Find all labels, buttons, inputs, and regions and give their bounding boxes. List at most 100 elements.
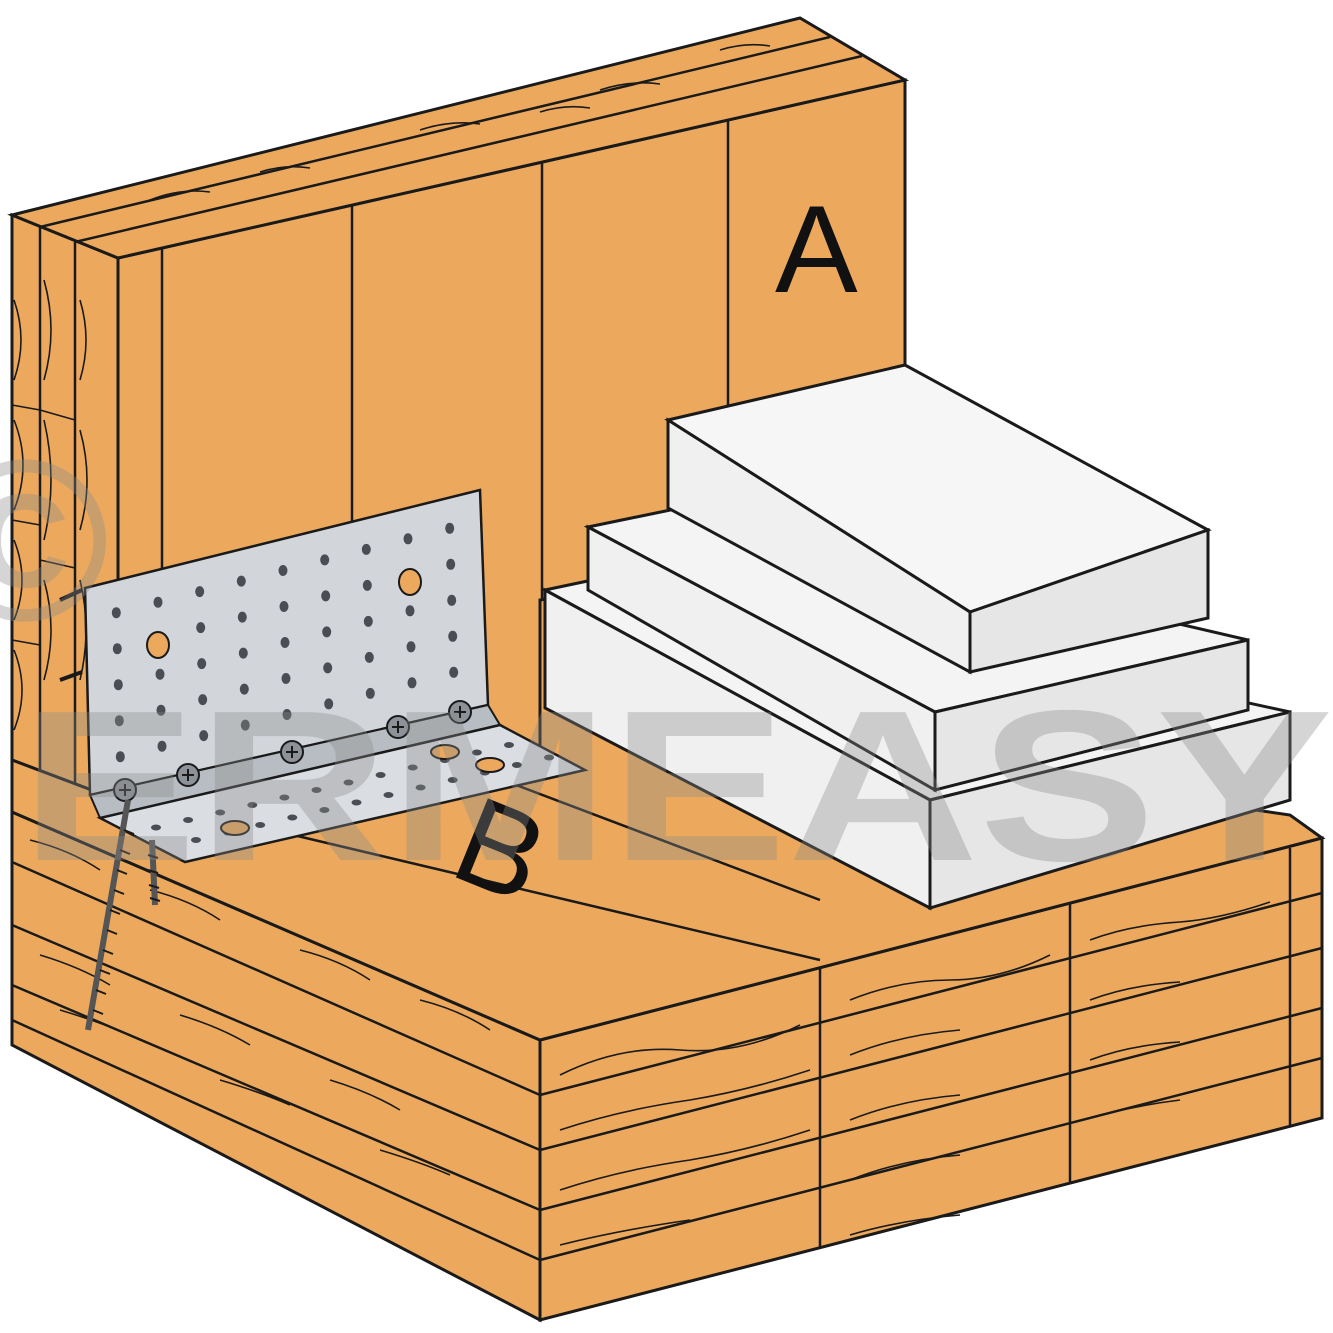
bracket-hole [280, 637, 290, 648]
bracket-hole [287, 814, 298, 821]
bracket-hole [196, 622, 206, 634]
bracket-hole [511, 762, 522, 768]
bracket-hole [113, 679, 123, 691]
watermark-symbol: © [0, 412, 109, 669]
bracket-hole [195, 586, 205, 598]
bracket-hole [112, 643, 122, 655]
bracket-hole [183, 817, 194, 823]
floor-right-grain [559, 901, 1271, 1246]
bracket-hole [255, 822, 266, 828]
floor-right-layer-lines [539, 891, 1323, 1262]
floor-left-grain [29, 839, 491, 1176]
bracket-hole [115, 751, 125, 763]
bracket-hole [361, 543, 371, 555]
bracket-hole [322, 626, 332, 638]
bracket-hole [415, 784, 426, 791]
wall-label: A [775, 181, 858, 319]
floor-right-vertical-joints [818, 848, 1292, 1248]
screw-thread [92, 829, 135, 1015]
screw-head [448, 700, 472, 724]
bracket-large-hole [398, 568, 422, 596]
bracket-hole [365, 687, 375, 699]
floor-panel-b [10, 543, 1326, 1323]
bracket-hole [111, 607, 121, 619]
insulation-blocks [540, 363, 1292, 911]
wall-top-grain [149, 43, 771, 201]
bracket-hole [448, 630, 458, 642]
bracket-hole [281, 673, 291, 684]
watermark-text: ERMEASY [20, 665, 1333, 906]
bracket-large-hole [146, 631, 170, 659]
bracket-large-hole [475, 757, 505, 773]
bracket-hole [544, 754, 554, 761]
bracket-hole [445, 522, 455, 534]
bracket-hole [321, 590, 331, 602]
bracket-hole [383, 792, 394, 798]
bracket-hole [320, 554, 330, 566]
bracket-hole [471, 749, 482, 756]
bracket-hole [279, 601, 289, 612]
wall-top-layer-lines [39, 35, 863, 244]
bracket-hole [311, 787, 322, 793]
bracket-hole [278, 565, 288, 576]
wall-top-edge [7, 16, 910, 260]
bracket-hole [279, 794, 290, 801]
screw-thread [147, 854, 161, 902]
insulation-top-left [666, 417, 972, 675]
bracket-hole [375, 772, 386, 778]
bracket-screws [113, 700, 472, 802]
bracket-hole [198, 694, 208, 706]
fastener-screws [59, 588, 161, 1031]
bracket-hole [157, 740, 167, 752]
bracket-hole [282, 709, 292, 720]
bracket-hole [236, 575, 246, 587]
bracket-hole [363, 615, 373, 627]
floor-top-board-joints [229, 775, 821, 962]
bracket-hole [151, 824, 161, 831]
bracket-hole [403, 533, 413, 545]
bracket-hole [239, 683, 249, 695]
angle-bracket [83, 488, 589, 864]
bracket-hole [323, 662, 333, 674]
bracket-hole [240, 719, 250, 731]
insulation-bottom-left [543, 587, 932, 911]
bracket-large-hole [430, 744, 460, 760]
bracket-hole [405, 605, 415, 617]
bracket-hole [351, 799, 362, 806]
bracket-hole [156, 704, 166, 716]
bracket-hole [407, 764, 418, 771]
bracket-hole [238, 647, 248, 659]
bracket-hole [191, 837, 201, 843]
bracket-hole [215, 809, 226, 816]
bracket-hole [247, 802, 258, 808]
watermark: © ERMEASY [0, 412, 1333, 906]
bracket-hole [153, 596, 163, 608]
bracket-hole [364, 651, 374, 663]
bracket-hole [362, 579, 372, 591]
wall-side-grain [11, 279, 88, 731]
bracket-hole [407, 677, 417, 689]
insulation-middle-left [586, 524, 937, 793]
bracket-hole [447, 594, 457, 606]
wall-board-joints [160, 120, 730, 795]
floor-left-layer-lines [11, 860, 541, 1262]
screw-shaft [85, 799, 131, 1031]
bracket-hole [155, 668, 165, 680]
bracket-hole [343, 779, 354, 786]
bracket-hole [199, 730, 209, 742]
bracket-hole [449, 666, 459, 678]
bracket-large-hole [220, 820, 250, 836]
bracket-hole [447, 777, 458, 783]
bracket-hole [114, 715, 124, 727]
screw-head [386, 715, 410, 739]
screw-head [176, 763, 200, 787]
bracket-hole [197, 658, 207, 670]
bracket-hole [446, 558, 456, 570]
wall-nail-tips [59, 588, 83, 682]
bracket-hole [324, 698, 334, 710]
bracket-holes [111, 522, 554, 843]
bracket-hole [237, 611, 247, 623]
bracket-hole [319, 807, 330, 813]
screw-head [280, 740, 304, 764]
